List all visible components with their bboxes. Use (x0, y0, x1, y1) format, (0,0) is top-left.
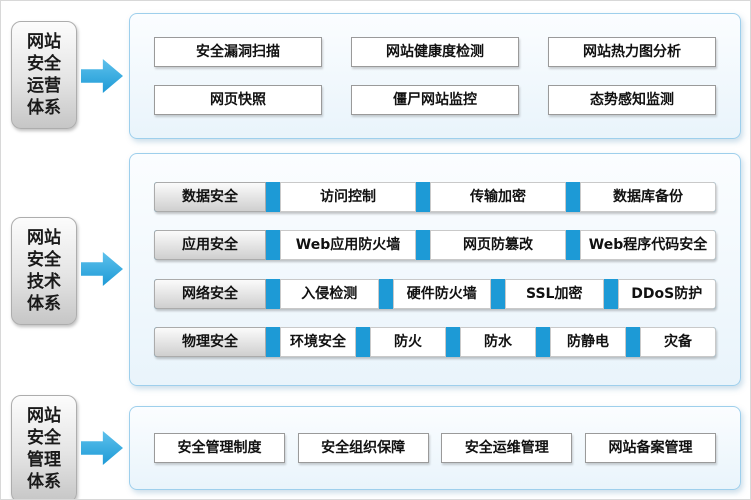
feature-box: 僵尸网站监控 (351, 84, 519, 115)
bar-item: 防火 (370, 326, 446, 357)
operations-row-1: 安全漏洞扫描 网站健康度检测 网站热力图分析 (154, 37, 716, 68)
bar-category-label: 应用安全 (154, 230, 266, 261)
side-label-management: 网站 安全 管理 体系 (11, 395, 77, 499)
bar-item: DDoS防护 (617, 278, 716, 309)
bar-item: 网页防篡改 (430, 230, 566, 261)
feature-box: 网站备案管理 (584, 433, 716, 463)
side-label-technology: 网站 安全 技术 体系 (11, 217, 77, 325)
bar-item: 访问控制 (280, 182, 416, 213)
feature-box: 网站健康度检测 (351, 37, 519, 68)
bar-item: 硬件防火墙 (392, 278, 491, 309)
bar-item: 灾备 (640, 326, 716, 357)
bar-category-label: 网络安全 (154, 278, 266, 309)
feature-box: 安全运维管理 (441, 433, 573, 463)
bar-item: SSL加密 (505, 278, 604, 309)
right-arrow-icon (81, 59, 123, 93)
bar-item: Web程序代码安全 (580, 230, 716, 261)
right-arrow-icon (81, 252, 123, 286)
feature-box: 网页快照 (154, 84, 322, 115)
bar-category-label: 物理安全 (154, 326, 266, 357)
bar-item: 防静电 (550, 326, 626, 357)
feature-box: 态势感知监测 (548, 84, 716, 115)
bar-item: 防水 (460, 326, 536, 357)
tech-bar-physical-security: 物理安全 环境安全 防火 防水 防静电 灾备 (154, 326, 716, 357)
right-arrow-icon (81, 431, 123, 465)
feature-box: 安全组织保障 (297, 433, 429, 463)
panel-operations: 安全漏洞扫描 网站健康度检测 网站热力图分析 网页快照 僵尸网站监控 态势感知监… (129, 13, 741, 139)
tech-bar-application-security: 应用安全 Web应用防火墙 网页防篡改 Web程序代码安全 (154, 230, 716, 261)
side-label-operations: 网站 安全 运营 体系 (11, 21, 77, 129)
bar-item: Web应用防火墙 (280, 230, 416, 261)
panel-technology: 数据安全 访问控制 传输加密 数据库备份 应用安全 Web应用防火墙 网页防篡改… (129, 153, 741, 386)
panel-management: 安全管理制度 安全组织保障 安全运维管理 网站备案管理 (129, 406, 741, 490)
tech-bar-data-security: 数据安全 访问控制 传输加密 数据库备份 (154, 182, 716, 213)
bar-item: 环境安全 (280, 326, 356, 357)
bar-item: 入侵检测 (280, 278, 379, 309)
feature-box: 安全管理制度 (154, 433, 285, 463)
tech-bar-network-security: 网络安全 入侵检测 硬件防火墙 SSL加密 DDoS防护 (154, 278, 716, 309)
feature-box: 网站热力图分析 (548, 37, 716, 68)
feature-box: 安全漏洞扫描 (154, 37, 322, 68)
bar-item: 数据库备份 (580, 182, 716, 213)
bar-item: 传输加密 (430, 182, 566, 213)
bar-category-label: 数据安全 (154, 182, 266, 213)
operations-row-2: 网页快照 僵尸网站监控 态势感知监测 (154, 84, 716, 115)
